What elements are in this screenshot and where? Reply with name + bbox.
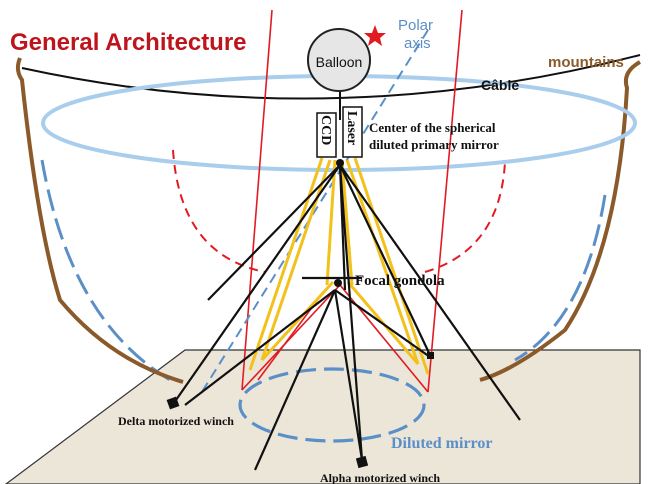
mountains-label: mountains — [548, 54, 624, 71]
laser-box — [342, 106, 363, 158]
delta-winch-box — [166, 396, 180, 410]
star-icon — [364, 25, 386, 46]
laser-label: Laser — [344, 111, 359, 145]
balloon-label: Balloon — [316, 54, 363, 70]
hemisphere-dashed-arc-right — [514, 194, 607, 362]
polar-axis-line — [199, 29, 429, 396]
focal-gondola-label: Focal gondola — [355, 273, 445, 289]
light-beams — [248, 157, 430, 375]
focal-sphere-dashed — [172, 149, 506, 273]
mountain-left — [15, 57, 184, 384]
right-winch-box — [427, 352, 434, 359]
tethers — [175, 164, 521, 471]
ground-plane — [4, 349, 641, 484]
diluted-mirror-label: Diluted mirror — [391, 435, 492, 452]
focal-gondola-node — [334, 279, 342, 287]
center-label-line2: diluted primary mirror — [369, 137, 499, 152]
alpha-winch-box — [355, 455, 369, 469]
alpha-winch-label: Alpha motorized winch — [320, 471, 440, 484]
mountain-right — [479, 60, 642, 382]
delta-winch-label: Delta motorized winch — [118, 414, 234, 428]
instrument-node — [336, 159, 344, 167]
diluted-mirror-ellipse — [238, 367, 426, 443]
ccd-label: CCD — [318, 115, 333, 145]
polar-axis-label-line2: axis — [404, 35, 431, 52]
cable — [21, 54, 641, 100]
balloon — [307, 28, 371, 92]
ccd-box — [316, 112, 337, 158]
cable-label: Câble — [481, 77, 519, 93]
center-label-line1: Center of the spherical — [369, 120, 496, 135]
hemisphere-dashed-arc — [40, 159, 171, 382]
diagram-title: General Architecture — [10, 29, 247, 56]
polar-axis-label-line1: Polar — [398, 17, 433, 34]
